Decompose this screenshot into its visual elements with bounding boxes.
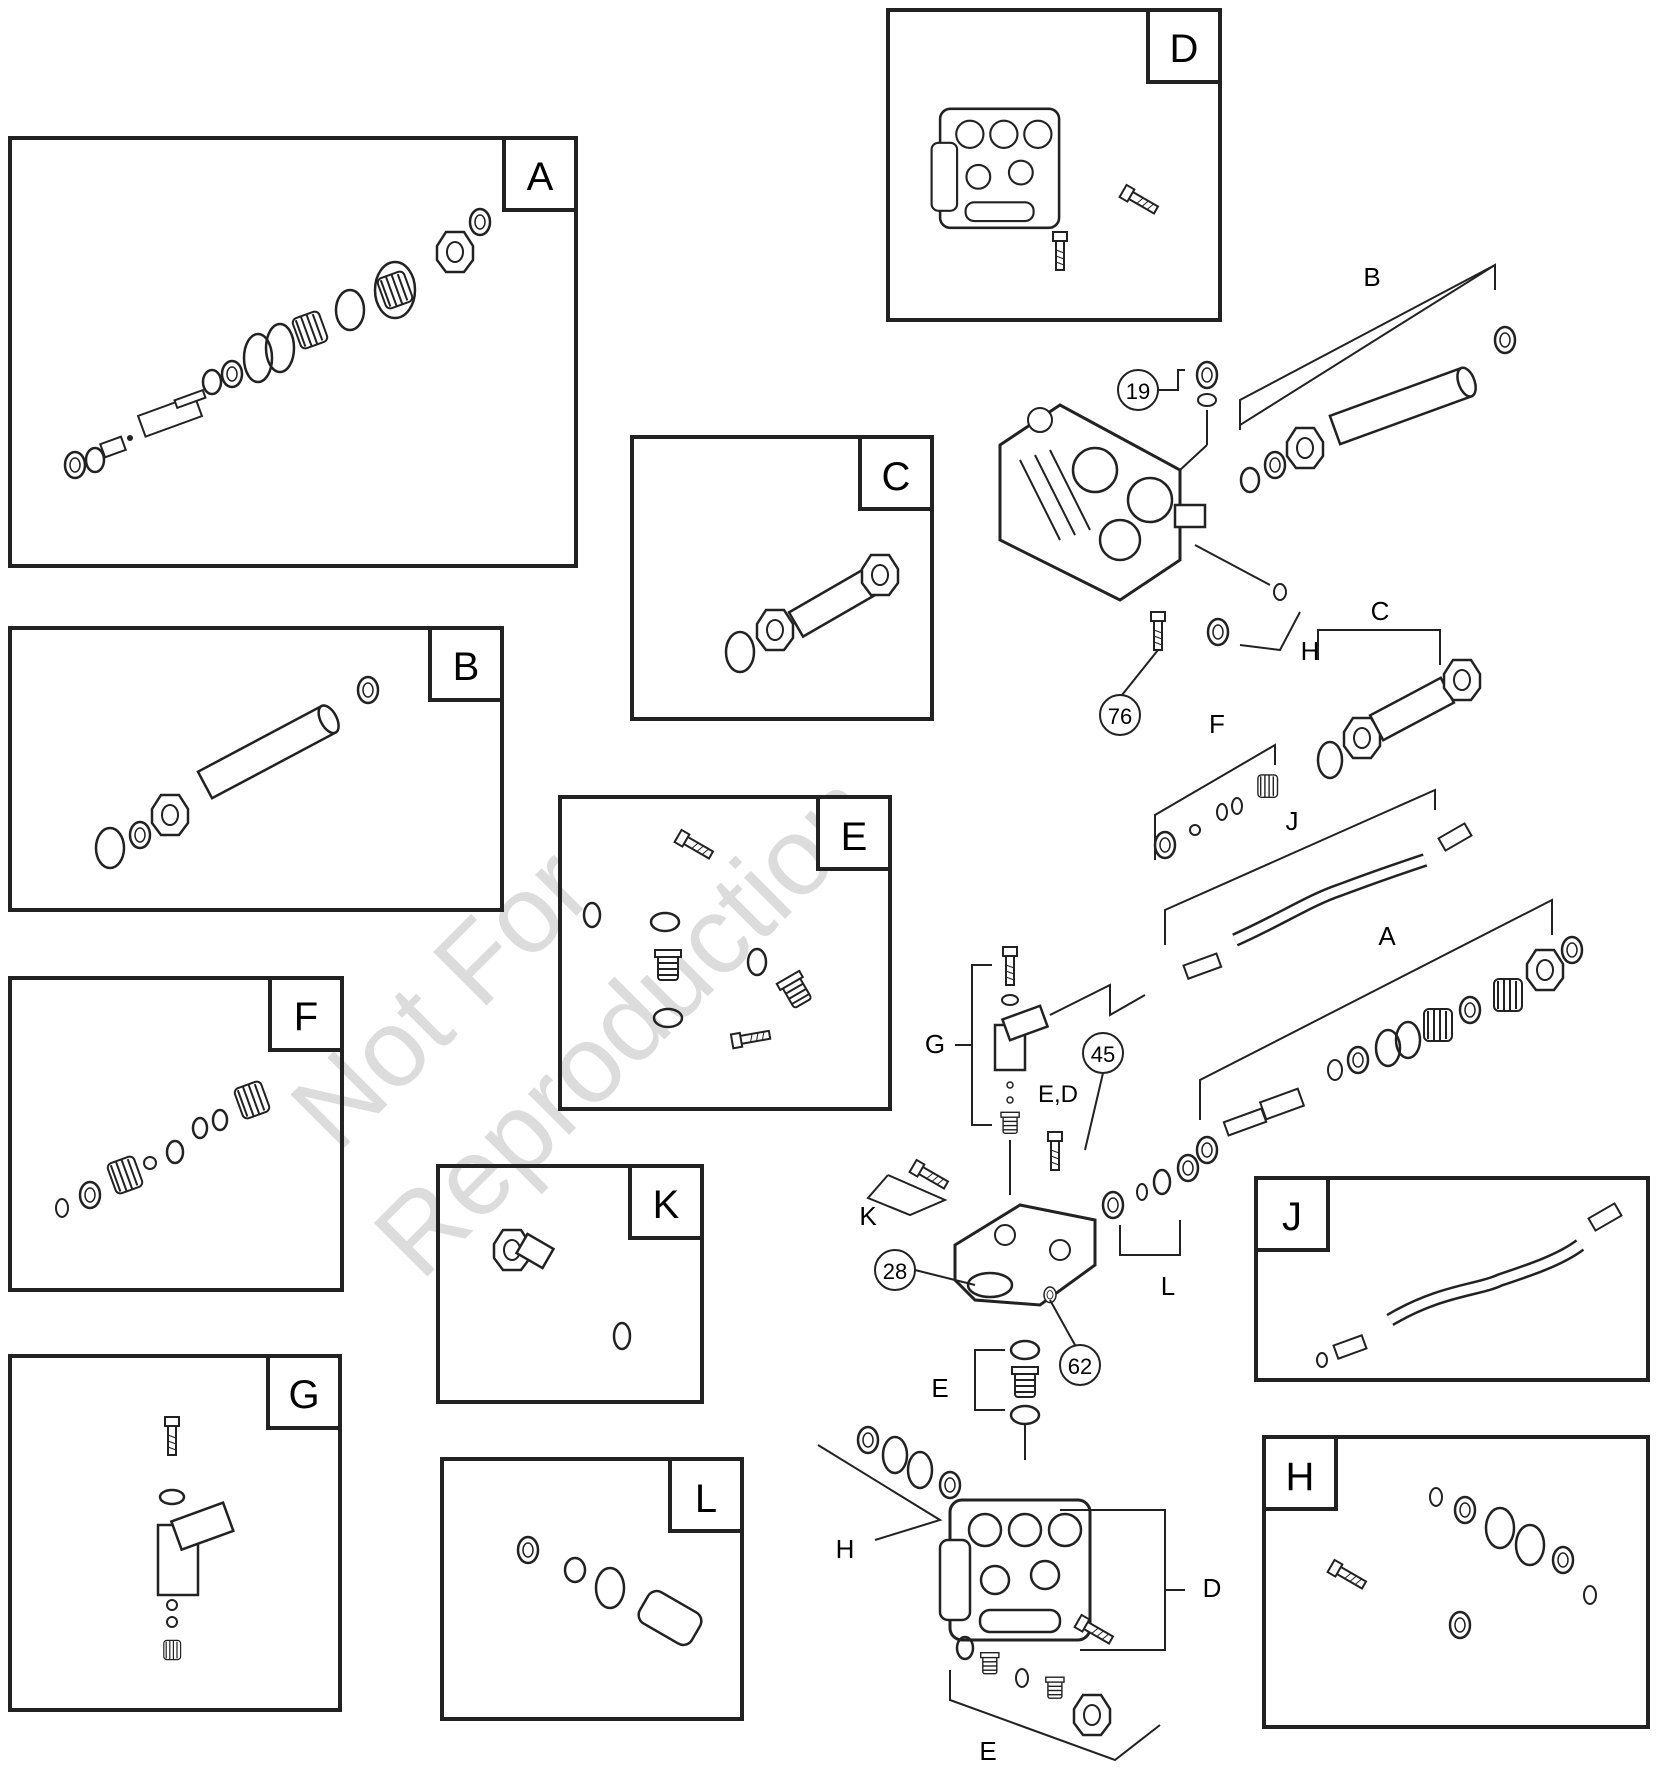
kit-label-c: C (1371, 596, 1390, 626)
callout-19: 19 (1126, 379, 1150, 404)
manifold (953, 1203, 1097, 1307)
kit-label-g: G (925, 1029, 945, 1059)
panel-d-letter: D (1170, 27, 1199, 71)
panel-b: B (8, 626, 504, 912)
kit-label-b: B (1363, 262, 1380, 292)
panel-c-letter: C (882, 455, 911, 499)
kit-label-e-bottom: E (979, 1736, 996, 1766)
panel-j-letter: J (1282, 1195, 1302, 1239)
panel-a-letter: A (527, 155, 554, 199)
kit-label-j: J (1286, 806, 1299, 836)
callout-62: 62 (1068, 1354, 1092, 1379)
kit-label-h-low: H (836, 1534, 855, 1564)
kit-label-ed: E,D (1038, 1081, 1078, 1108)
panel-b-letter: B (453, 645, 480, 689)
panel-e-letter: E (841, 815, 868, 859)
panel-c: C (630, 435, 934, 721)
panel-f: F (8, 976, 344, 1292)
callout-76: 76 (1108, 704, 1132, 729)
kit-label-k: K (859, 1201, 877, 1231)
panel-h: H (1262, 1435, 1650, 1729)
panel-l: L (440, 1457, 744, 1721)
kit-label-h: H (1301, 636, 1320, 666)
panel-a: A (8, 136, 578, 568)
kit-label-a: A (1378, 921, 1396, 951)
kit-label-e-mid: E (931, 1373, 948, 1403)
panel-f-letter: F (294, 995, 318, 1039)
panel-l-letter: L (695, 1477, 717, 1521)
main-assembly: B 19 H 76 C F J (817, 262, 1584, 1766)
panel-d: D (886, 8, 1222, 322)
panel-j: J (1254, 1176, 1650, 1382)
panel-g: G (8, 1354, 342, 1712)
kit-label-f: F (1209, 709, 1225, 739)
panel-e: E (558, 795, 892, 1111)
panel-k: K (436, 1164, 704, 1404)
kit-label-l: L (1161, 1271, 1175, 1301)
kit-label-d-low: D (1203, 1573, 1222, 1603)
panel-g-letter: G (288, 1373, 319, 1417)
callout-45: 45 (1091, 1042, 1115, 1067)
panel-h-letter: H (1286, 1455, 1315, 1499)
pump-body (998, 403, 1207, 602)
panel-k-letter: K (653, 1183, 680, 1227)
callout-28: 28 (883, 1259, 907, 1284)
